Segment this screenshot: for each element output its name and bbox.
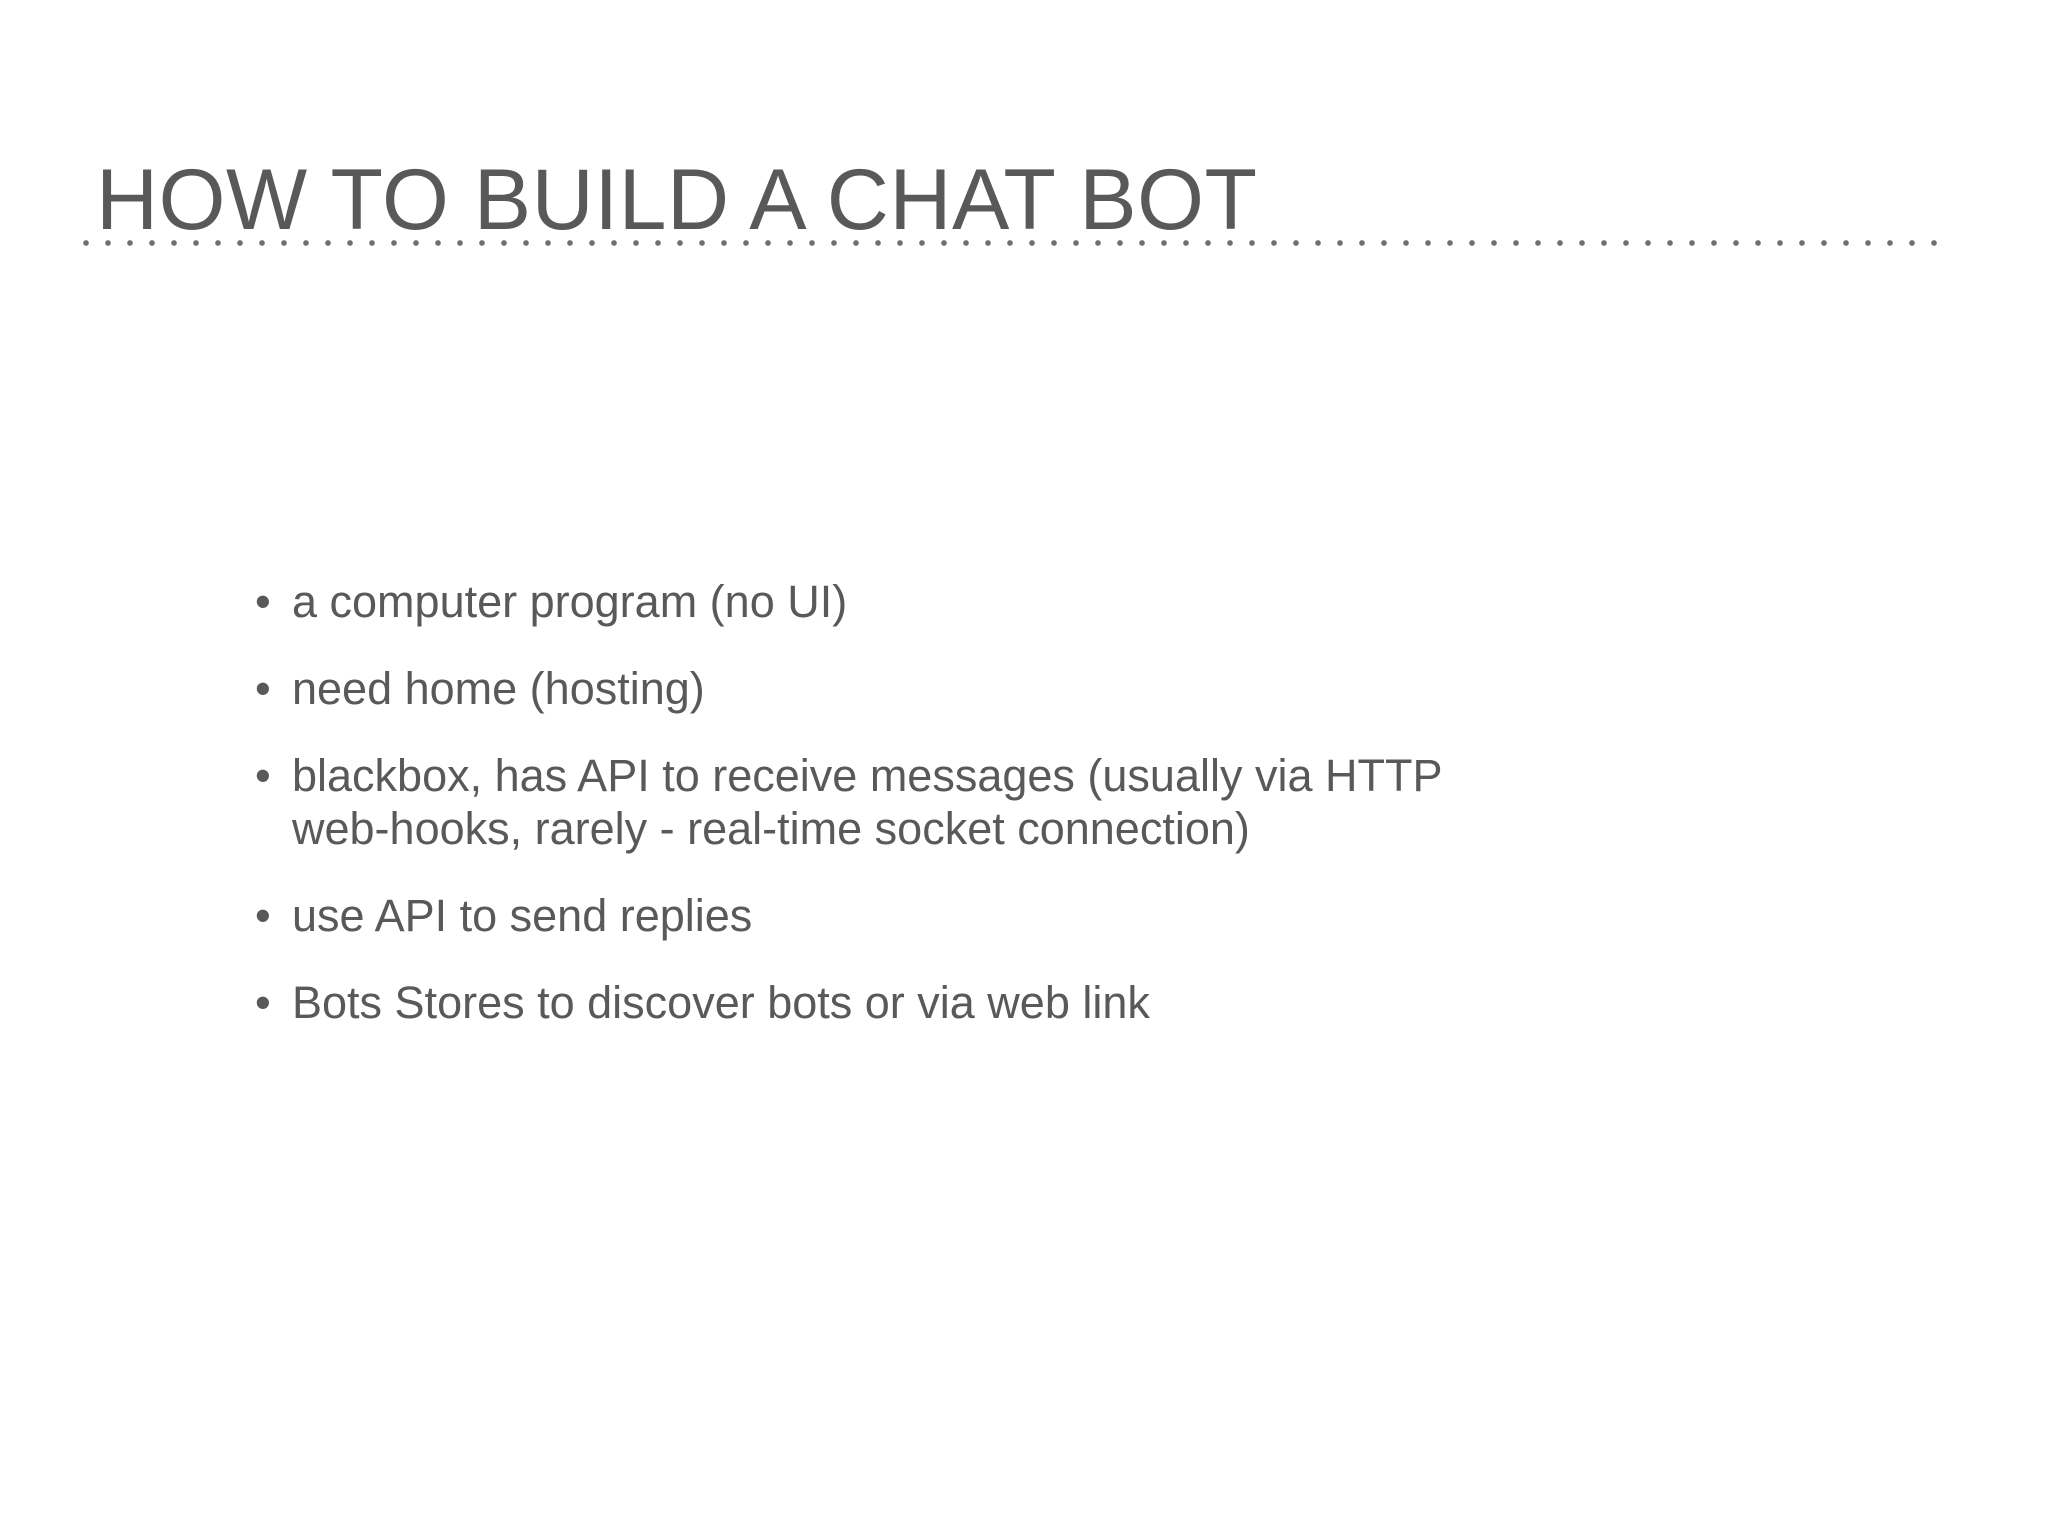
page-title: HOW TO BUILD A CHAT BOT [96,151,1258,248]
list-item-label: use API to send replies [292,890,753,942]
bullet-icon: • [255,977,271,1029]
list-item-label: need home (hosting) [292,663,705,715]
list-item: • blackbox, has API to receive messages … [252,749,1482,855]
title-divider [83,240,1949,248]
bullet-icon: • [255,750,271,802]
list-item-label: blackbox, has API to receive messages (u… [292,750,1442,855]
bullet-icon: • [255,663,271,715]
bullet-icon: • [255,576,271,627]
list-item: • Bots Stores to discover bots or via we… [252,976,1672,1029]
bullet-icon: • [255,890,271,942]
list-item: • need home (hosting) [252,662,1672,715]
list-item-label: a computer program (no UI) [292,576,848,627]
list-item: • use API to send replies [252,889,1672,942]
list-item: • a computer program (no UI) [252,575,1672,628]
list-item-label: Bots Stores to discover bots or via web … [292,977,1150,1029]
bullet-list: • a computer program (no UI) • need home… [252,575,1672,1030]
